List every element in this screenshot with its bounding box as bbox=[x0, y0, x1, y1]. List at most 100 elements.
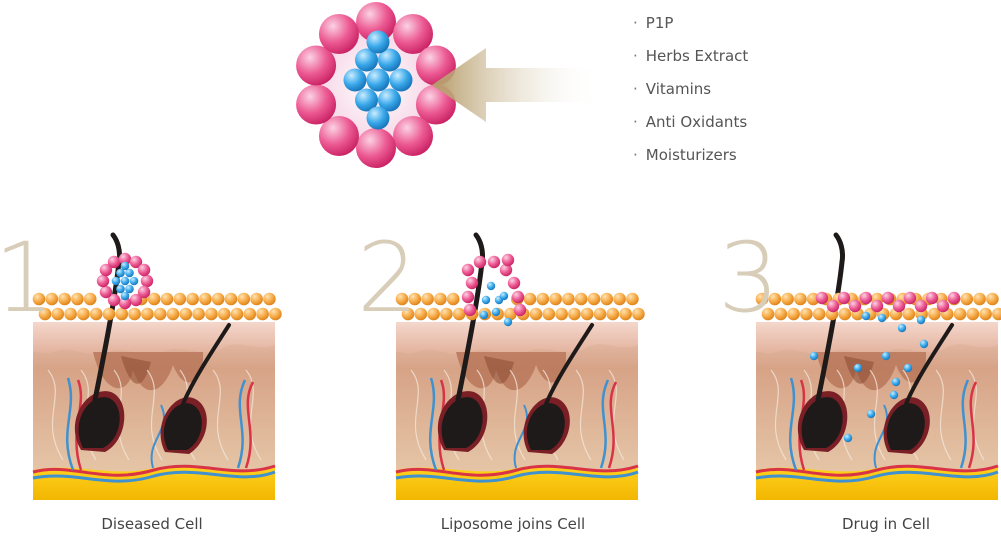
skin-cell bbox=[192, 307, 205, 321]
drug-molecule bbox=[486, 281, 496, 291]
skin-cell bbox=[580, 307, 594, 321]
collagen-fiber bbox=[869, 369, 886, 461]
phospholipid-head bbox=[393, 14, 434, 55]
step-caption: Liposome joins Cell bbox=[440, 515, 586, 533]
skin-cell bbox=[587, 292, 601, 306]
hair-shaft bbox=[544, 323, 594, 406]
skin-cell bbox=[250, 292, 263, 306]
skin-cell bbox=[812, 307, 826, 321]
skin-cell bbox=[243, 307, 257, 321]
liposome-lipid bbox=[925, 291, 939, 305]
vein bbox=[236, 379, 247, 469]
phospholipid-head bbox=[296, 84, 337, 125]
skin-cell bbox=[115, 307, 129, 321]
drug-molecule bbox=[116, 284, 125, 294]
drug-molecule bbox=[125, 284, 134, 294]
liposome-lipid bbox=[870, 299, 884, 313]
drug-core bbox=[343, 30, 413, 130]
liposome-lipid bbox=[137, 285, 151, 299]
drug-molecule bbox=[881, 351, 891, 361]
liposome-lipid bbox=[881, 291, 895, 305]
collagen-fiber bbox=[245, 369, 262, 461]
skin-cell bbox=[414, 307, 428, 321]
drug-molecule bbox=[919, 339, 929, 349]
skin-cell bbox=[434, 292, 447, 306]
vein bbox=[599, 379, 610, 469]
skin-cell bbox=[838, 307, 852, 321]
skin-cell bbox=[102, 307, 116, 321]
phospholipid-head bbox=[356, 128, 396, 168]
drug-molecule bbox=[499, 291, 509, 301]
liposome-lipid bbox=[118, 252, 132, 266]
liposome-lipid bbox=[99, 263, 113, 277]
liposome-lipid bbox=[96, 274, 110, 288]
vein bbox=[788, 377, 798, 471]
skin-cell bbox=[269, 307, 282, 321]
liposome-lipid bbox=[140, 274, 154, 288]
hair-bulb bbox=[526, 403, 565, 450]
collagen-fiber bbox=[935, 369, 952, 461]
drug-molecule bbox=[378, 48, 401, 72]
skin-cell bbox=[211, 292, 225, 306]
liposome-lipid bbox=[129, 293, 143, 307]
step-caption: Diseased Cell bbox=[101, 515, 203, 533]
drug-molecule bbox=[116, 268, 125, 278]
step-caption: Drug in Cell bbox=[842, 515, 930, 533]
skin-cell bbox=[38, 307, 52, 321]
phospholipid-head bbox=[318, 115, 359, 156]
skin-cell bbox=[755, 292, 769, 306]
skin-cell bbox=[632, 307, 645, 321]
liposome-lipid bbox=[513, 303, 527, 317]
hair-bulb bbox=[441, 397, 483, 448]
skin-cell bbox=[401, 307, 415, 321]
skin-cell bbox=[568, 307, 581, 321]
liposome-lipid bbox=[507, 276, 521, 290]
skin-cell bbox=[186, 292, 199, 306]
skin-cell bbox=[395, 292, 409, 306]
artery bbox=[755, 464, 999, 477]
skin-cell bbox=[902, 307, 916, 321]
insertion-arrow bbox=[432, 48, 600, 122]
vein bbox=[150, 404, 166, 469]
hair-bulb bbox=[163, 403, 202, 450]
artery bbox=[967, 381, 978, 469]
skin-cell bbox=[128, 307, 141, 321]
liposome-lipid bbox=[511, 290, 525, 304]
skin-cell bbox=[800, 307, 813, 321]
collagen-fiber bbox=[575, 369, 592, 461]
ingredient-item: ·Vitamins bbox=[633, 80, 712, 98]
drug-molecule bbox=[809, 351, 819, 361]
phospholipid-ring bbox=[296, 2, 456, 168]
skin-cell bbox=[768, 292, 782, 306]
skin-cell bbox=[263, 292, 276, 306]
liposome-lipid bbox=[837, 291, 851, 305]
drug-molecule bbox=[481, 295, 491, 305]
liposome-lipid bbox=[936, 299, 950, 313]
liposome-lipid bbox=[848, 299, 862, 313]
skin-cell bbox=[45, 292, 59, 306]
collagen-fiber bbox=[47, 369, 64, 461]
skin-cell bbox=[179, 307, 193, 321]
skin-cell bbox=[536, 292, 550, 306]
skin-cell bbox=[992, 307, 1001, 321]
skin-cell bbox=[928, 307, 941, 321]
drug-molecule bbox=[120, 291, 130, 301]
hair-bulb bbox=[801, 397, 843, 448]
drug-molecule bbox=[891, 377, 901, 387]
skin-cell bbox=[549, 292, 562, 306]
skin-cell bbox=[224, 292, 238, 306]
skin-cell bbox=[574, 292, 588, 306]
step-number: 1 bbox=[0, 222, 56, 334]
skin-cell bbox=[787, 307, 800, 321]
skin-cell bbox=[141, 307, 154, 321]
phospholipid-head bbox=[356, 2, 396, 42]
drug-molecule bbox=[120, 261, 130, 271]
hair-shaft bbox=[455, 232, 485, 403]
skin-cell bbox=[256, 307, 269, 321]
vein bbox=[428, 377, 438, 471]
skin-cell bbox=[446, 292, 460, 306]
skin-cell bbox=[504, 307, 517, 321]
collagen-fiber bbox=[509, 369, 526, 461]
drug-molecule bbox=[843, 433, 853, 443]
hair-shaft bbox=[181, 323, 231, 406]
